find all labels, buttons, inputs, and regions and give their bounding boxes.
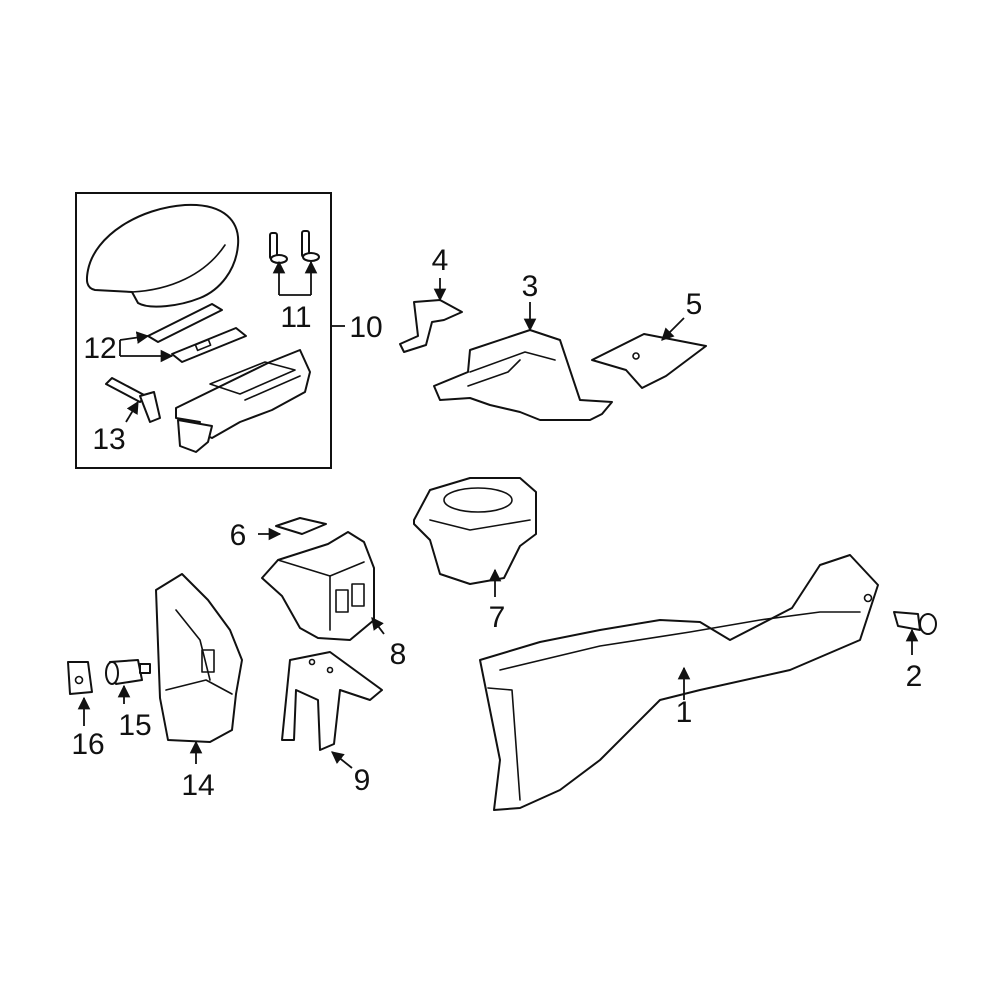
latch	[105, 377, 161, 423]
callout-7: 7	[489, 601, 506, 634]
cup-holder-housing	[413, 477, 537, 585]
small-bracket	[399, 299, 463, 353]
console-side-panel	[479, 554, 879, 811]
side-trim	[155, 573, 243, 743]
callout-14: 14	[181, 769, 214, 802]
callout-10: 10	[349, 311, 382, 344]
callout-5: 5	[686, 288, 703, 321]
callout-9: 9	[354, 764, 371, 797]
callout-1: 1	[676, 696, 693, 729]
callout-6: 6	[230, 519, 247, 552]
trim-strips	[147, 303, 247, 363]
callout-11: 11	[280, 301, 311, 334]
armrest-base	[175, 349, 311, 453]
inset-box	[75, 192, 332, 469]
cover-plate	[591, 333, 707, 389]
armrest-lid	[85, 203, 240, 308]
support-bracket	[281, 651, 383, 751]
callout-2: 2	[906, 660, 923, 693]
storage-box	[261, 531, 375, 641]
shifter-panel	[433, 329, 613, 421]
callout-13: 13	[92, 423, 125, 456]
callout-4: 4	[432, 244, 449, 277]
callout-12: 12	[83, 332, 116, 365]
clip	[67, 661, 93, 695]
leader-lines	[77, 260, 919, 769]
callout-15: 15	[118, 709, 151, 742]
pad	[275, 517, 327, 535]
callout-3: 3	[522, 270, 539, 303]
switch	[105, 659, 151, 685]
callout-16: 16	[71, 728, 104, 761]
push-clip	[893, 611, 937, 635]
bolt-pair	[269, 230, 320, 264]
callout-8: 8	[390, 638, 407, 671]
